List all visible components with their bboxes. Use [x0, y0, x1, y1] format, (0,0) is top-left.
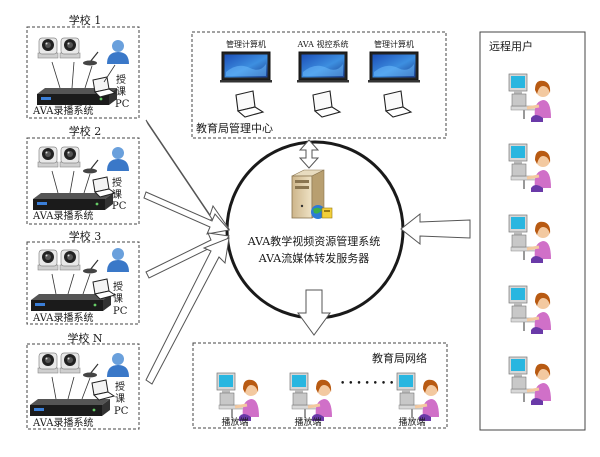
remote-users-title: 远程用户: [489, 39, 533, 53]
recorder-label-3: AVA录播系统: [32, 311, 94, 324]
school-title-2: 学校 2: [69, 124, 102, 138]
bureau-network-box: 教育局网络 • • • • • • • 播放端 播放端 播放端: [192, 342, 448, 429]
recorder-label-1: AVA录播系统: [32, 104, 94, 117]
monitor-label-1: 管理计算机: [226, 39, 266, 49]
server-title-line1: AVA教学视频资源管理系统: [247, 234, 381, 248]
teacher-pc-label-3a: 授: [113, 280, 123, 293]
teacher-pc-label-nc: PC: [114, 406, 129, 417]
management-center-box: 管理计算机 AVA 视控系统 管理计算机 教育局管理中心: [191, 31, 447, 139]
recorder-label-2: AVA录播系统: [32, 209, 94, 222]
client-label-2: 播放端: [294, 416, 321, 428]
school-title-3: 学校 3: [69, 229, 102, 243]
school-box-1: 学校 1 AVA录播系统 授 课 PC: [26, 13, 140, 119]
arrow-school2-to-server: [143, 191, 230, 235]
client-label-1: 播放端: [221, 416, 248, 428]
client-label-3: 播放端: [398, 416, 425, 428]
teacher-pc-label-2a: 授: [112, 176, 122, 189]
teacher-pc-label-3c: PC: [113, 306, 128, 317]
school-box-n: 学校 N AVA录播系统 授 课 PC: [26, 331, 140, 430]
teacher-pc-label-1a: 授: [116, 73, 126, 86]
teacher-pc-label-1b: 课: [116, 86, 126, 98]
school-title-n: 学校 N: [67, 331, 102, 345]
teacher-pc-label-1c: PC: [115, 99, 130, 110]
recorder-label-n: AVA录播系统: [32, 416, 94, 429]
management-center-title: 教育局管理中心: [196, 121, 273, 135]
server-icon: [291, 169, 333, 219]
network-ellipsis: • • • • • • •: [340, 379, 394, 389]
arrows: [143, 119, 471, 385]
school-box-2: 学校 2 AVA录播系统 授 课 PC: [26, 124, 140, 225]
bureau-network-title: 教育局网络: [372, 351, 427, 365]
school-title-1: 学校 1: [69, 13, 102, 27]
school-box-3: 学校 3 AVA录播系统 授 课 PC: [26, 229, 140, 325]
monitor-label-3: 管理计算机: [374, 39, 414, 49]
teacher-pc-label-2b: 课: [112, 189, 122, 201]
teacher-pc-label-na: 授: [115, 380, 125, 393]
server-title-line2: AVA流媒体转发服务器: [258, 251, 370, 265]
arrow-remote-to-server: [400, 212, 471, 246]
arrow-center-server: [298, 139, 320, 169]
remote-users-box: 远程用户: [479, 31, 586, 431]
arrow-server-to-network: [297, 289, 331, 336]
arrow-schooln-to-server: [145, 237, 230, 385]
monitor-label-2: AVA 视控系统: [297, 39, 349, 49]
teacher-pc-label-3b: 课: [113, 293, 123, 305]
teacher-pc-label-2c: PC: [112, 201, 127, 212]
teacher-pc-label-nb: 课: [115, 393, 125, 405]
